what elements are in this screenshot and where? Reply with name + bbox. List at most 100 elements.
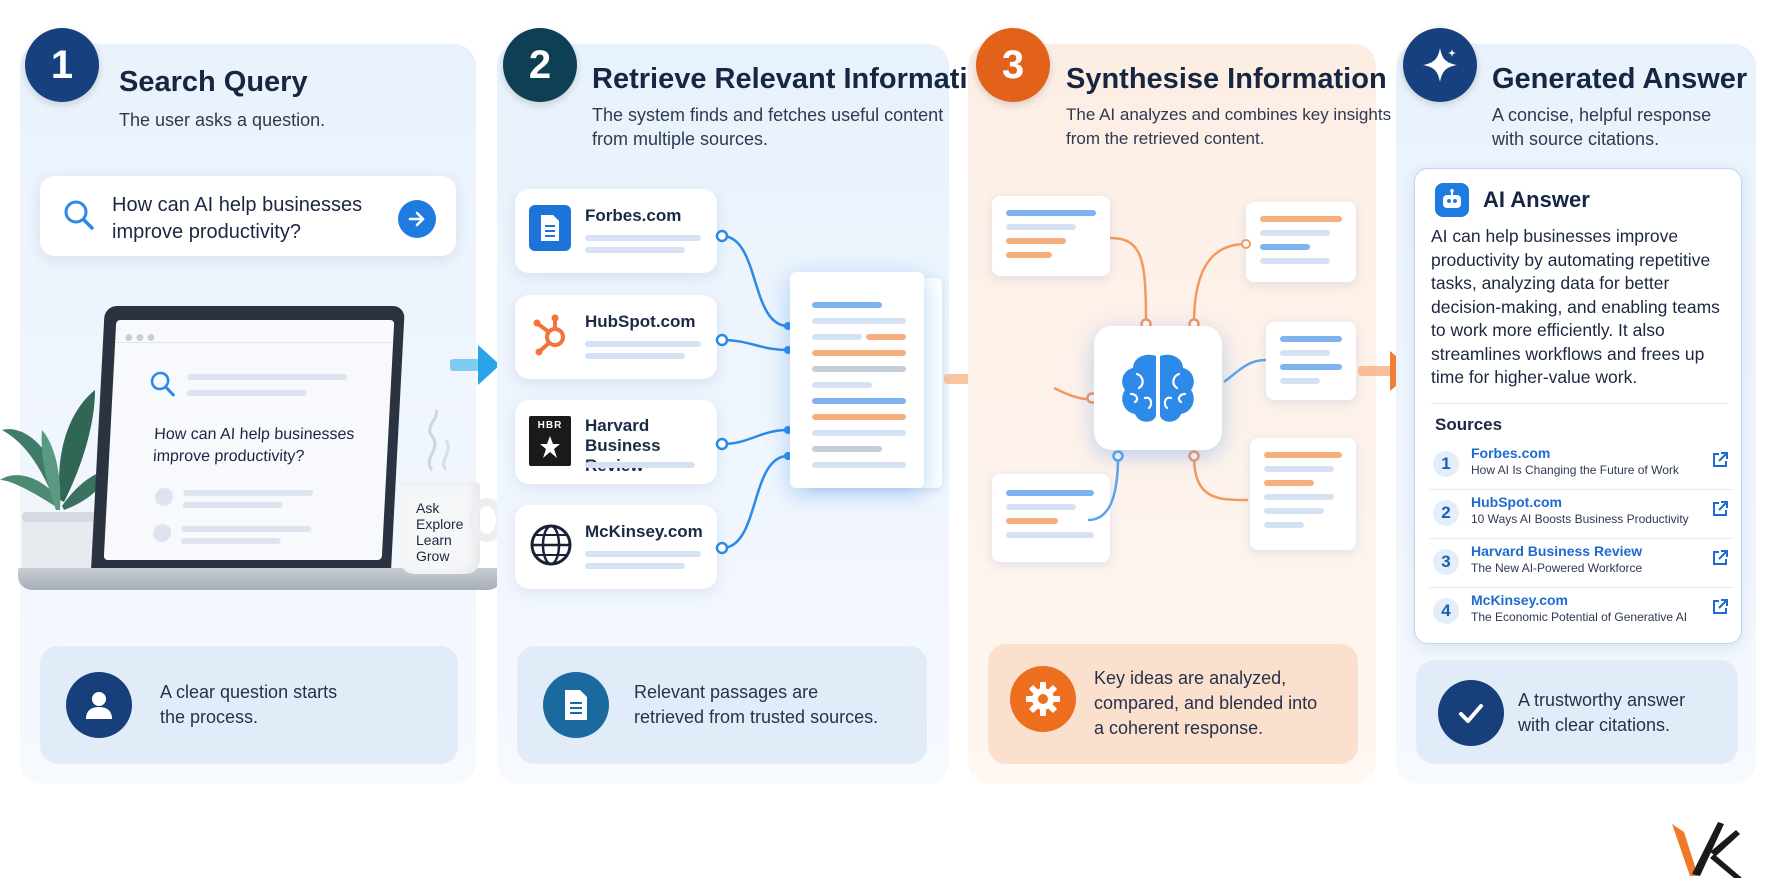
description-line: The AI analyzes and combines key insight… [1066, 105, 1392, 124]
flow-arrow-1 [450, 345, 500, 385]
snippet-card [1266, 322, 1356, 400]
source-name-line: Business Review [585, 436, 661, 475]
description-line: from the retrieved content. [1066, 129, 1265, 148]
search-query-box[interactable]: How can AI help businesses improve produ… [40, 176, 456, 256]
brain-ai-core [1094, 326, 1222, 450]
description-line: from multiple sources. [592, 129, 769, 149]
external-link-icon[interactable] [1711, 451, 1729, 469]
summary-line: Key ideas are analyzed, [1094, 668, 1287, 688]
snippet-card [1250, 438, 1356, 550]
answer-line: streamlines workflows and frees up [1431, 343, 1705, 364]
citation-site: Forbes.com [1471, 445, 1551, 461]
hbr-logo-text: HBR [537, 420, 563, 431]
citation-title: The New AI-Powered Workforce [1471, 561, 1643, 575]
citation-site: McKinsey.com [1471, 592, 1568, 608]
laptop-query-line: How can AI help businesses [153, 426, 355, 443]
answer-line: to work more efficiently. It also [1431, 320, 1665, 340]
citation-title: 10 Ways AI Boosts Business Productivity [1471, 512, 1689, 526]
citation-number: 1 [1433, 451, 1459, 477]
step-1-number: 1 [50, 42, 74, 87]
citation-row[interactable]: 3 Harvard Business Review The New AI-Pow… [1429, 538, 1733, 586]
citation-number: 4 [1433, 598, 1459, 624]
step-1-badge: 1 [25, 28, 99, 102]
snippet-card [1246, 202, 1356, 282]
description-line: with source citations. [1492, 129, 1660, 149]
mug-text: Ask Explore Learn Grow [416, 500, 463, 564]
citation-number: 3 [1433, 549, 1459, 575]
merged-document [790, 272, 942, 490]
mug-line: Grow [416, 548, 450, 564]
source-card-mckinsey: McKinsey.com [515, 505, 717, 589]
source-name-line: Harvard [585, 416, 650, 435]
answer-line: productivity by automating repetitive [1431, 249, 1711, 270]
summary-line: a coherent response. [1094, 718, 1264, 738]
mug-line: Ask [416, 500, 440, 516]
step-2-number: 2 [528, 42, 552, 87]
answer-body: AI can help businesses improve productiv… [1431, 225, 1731, 390]
answer-line: AI can help businesses improve [1431, 226, 1679, 246]
citation-row[interactable]: 2 HubSpot.com 10 Ways AI Boosts Business… [1429, 489, 1733, 537]
laptop-query-text: How can AI help businesses improve produ… [153, 424, 355, 468]
submit-arrow-button[interactable] [398, 200, 436, 238]
step-2-title: Retrieve Relevant Information [592, 63, 1003, 95]
step-3-number: 3 [1001, 42, 1025, 87]
step-1-title: Search Query [119, 66, 308, 98]
step-2-badge: 2 [503, 28, 577, 102]
robot-icon [1435, 183, 1469, 217]
search-icon [150, 371, 175, 397]
document-icon [543, 672, 609, 738]
search-query-text: How can AI help businesses improve produ… [112, 192, 362, 246]
checkmark-icon [1438, 680, 1504, 746]
step-3-description: The AI analyzes and combines key insight… [1066, 103, 1391, 151]
laptop-screen: How can AI help businesses improve produ… [103, 320, 395, 560]
step-2-summary-box: Relevant passages are retrieved from tru… [517, 646, 927, 764]
step-4-summary-text: A trustworthy answer with clear citation… [1518, 688, 1685, 738]
summary-line: A trustworthy answer [1518, 690, 1686, 710]
step-4-title: Generated Answer [1492, 63, 1748, 95]
user-icon [66, 672, 132, 738]
description-line: A concise, helpful response [1492, 105, 1712, 125]
summary-line: with clear citations. [1518, 715, 1671, 735]
citation-number: 2 [1433, 500, 1459, 526]
step-4-description: A concise, helpful response with source … [1492, 103, 1711, 151]
citation-row[interactable]: 1 Forbes.com How AI Is Changing the Futu… [1429, 441, 1733, 489]
step-1-summary-box: A clear question starts the process. [40, 646, 458, 764]
mug-illustration: Ask Explore Learn Grow [400, 410, 504, 582]
step-4-summary-box: A trustworthy answer with clear citation… [1416, 660, 1738, 764]
source-name: Forbes.com [585, 206, 682, 225]
gear-icon [1010, 666, 1076, 732]
brand-logo [1672, 822, 1742, 878]
external-link-icon[interactable] [1711, 500, 1729, 518]
laptop-illustration: How can AI help businesses improve produ… [18, 306, 502, 626]
source-name: HubSpot.com [585, 312, 696, 331]
source-name: McKinsey.com [585, 522, 703, 541]
sparkle-icon [1423, 48, 1457, 82]
query-line: How can AI help businesses [112, 194, 363, 216]
citation-row[interactable]: 4 McKinsey.com The Economic Potential of… [1429, 587, 1733, 635]
summary-line: retrieved from trusted sources. [634, 707, 879, 727]
citation-title: How AI Is Changing the Future of Work [1471, 463, 1679, 477]
description-line: The system finds and fetches useful cont… [592, 105, 944, 125]
hbr-logo: HBR [529, 416, 571, 466]
answer-line: time for higher-value work. [1431, 367, 1638, 387]
step-1-summary-text: A clear question starts the process. [160, 680, 337, 730]
external-link-icon[interactable] [1711, 598, 1729, 616]
answer-line: decision-making, and enabling teams [1431, 296, 1720, 317]
source-connectors [715, 229, 792, 555]
summary-line: compared, and blended into [1094, 693, 1318, 713]
hubspot-icon [533, 314, 565, 356]
brain-icon [1122, 354, 1194, 422]
document-icon [529, 205, 571, 251]
step-1-description: The user asks a question. [119, 110, 326, 130]
step-3-title: Synthesise Information [1066, 63, 1387, 95]
summary-line: the process. [160, 707, 259, 727]
answer-line: tasks, analyzing data for better [1431, 273, 1670, 293]
ai-answer-card: AI Answer AI can help businesses improve… [1414, 168, 1742, 644]
source-card-forbes: Forbes.com [515, 189, 717, 273]
citation-site: Harvard Business Review [1471, 543, 1643, 559]
summary-line: Relevant passages are [634, 682, 819, 702]
laptop-query-line: improve productivity? [152, 448, 305, 465]
step-2-summary-text: Relevant passages are retrieved from tru… [634, 680, 878, 730]
query-line: improve productivity? [112, 221, 301, 243]
external-link-icon[interactable] [1711, 549, 1729, 567]
